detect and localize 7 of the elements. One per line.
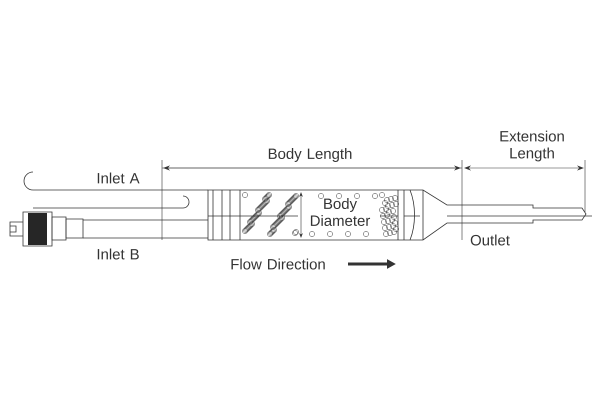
- outlet-label: Outlet: [470, 234, 510, 246]
- inlet-label: Inlet A: [98, 172, 140, 184]
- dimension-label: Extension Length: [500, 130, 564, 162]
- inlet-label: Inlet B: [98, 248, 139, 260]
- dimension-label: Body Diameter: [310, 198, 370, 226]
- dimension-label: Body Length: [268, 148, 352, 162]
- flow-label: Flow Direction: [231, 258, 325, 270]
